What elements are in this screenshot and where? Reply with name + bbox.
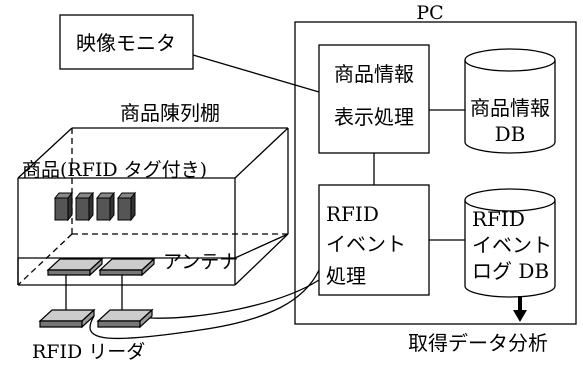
antenna-plate [46, 257, 104, 277]
shelf-title: 商品陳列棚 [120, 101, 220, 125]
analysis-label: 取得データ分析 [408, 331, 548, 355]
product-label: 商品(RFID タグ付き) [22, 159, 207, 181]
rfid-event-process-line1: RFID [326, 202, 379, 226]
rfid-reader-device [38, 308, 96, 329]
reader-cable [149, 279, 320, 319]
product-info-db-line2: DB [495, 122, 526, 146]
product-info-db-cylinder [464, 48, 556, 154]
pc-label: PC [416, 2, 443, 24]
product-info-process-line2: 表示処理 [334, 105, 414, 129]
rfid-event-log-db-line3: ログ DB [472, 259, 549, 283]
reader-label: RFID リーダ [32, 341, 145, 363]
antenna-plate [98, 257, 156, 277]
antenna-label: アンテナ [163, 251, 238, 273]
product-items [53, 191, 137, 222]
monitor-label: 映像モニタ [76, 31, 176, 55]
rfid-event-process-line3: 処理 [326, 264, 366, 288]
rfid-reader-device [96, 308, 154, 329]
product-info-process-line1: 商品情報 [334, 62, 414, 86]
rfid-event-process-box [318, 184, 430, 296]
reader-cable [89, 269, 320, 340]
pc-box [294, 21, 577, 325]
rfid-event-process-line2: イベント [326, 232, 406, 256]
analysis-arrow [513, 296, 527, 322]
display-shelf [17, 127, 289, 286]
product-item [53, 191, 74, 222]
product-item [116, 191, 137, 222]
link-monitor-to-process [192, 54, 320, 93]
product-info-db-line1: 商品情報 [470, 96, 550, 120]
product-item [74, 191, 95, 222]
monitor-box [59, 14, 194, 70]
rfid-event-log-db-line1: RFID [472, 207, 525, 231]
product-info-process-box [318, 44, 430, 154]
shelf-hidden-edges [17, 128, 288, 286]
product-item [95, 191, 116, 222]
rfid-event-log-db-cylinder [464, 188, 556, 298]
rfid-event-log-db-line2: イベント [472, 233, 552, 257]
